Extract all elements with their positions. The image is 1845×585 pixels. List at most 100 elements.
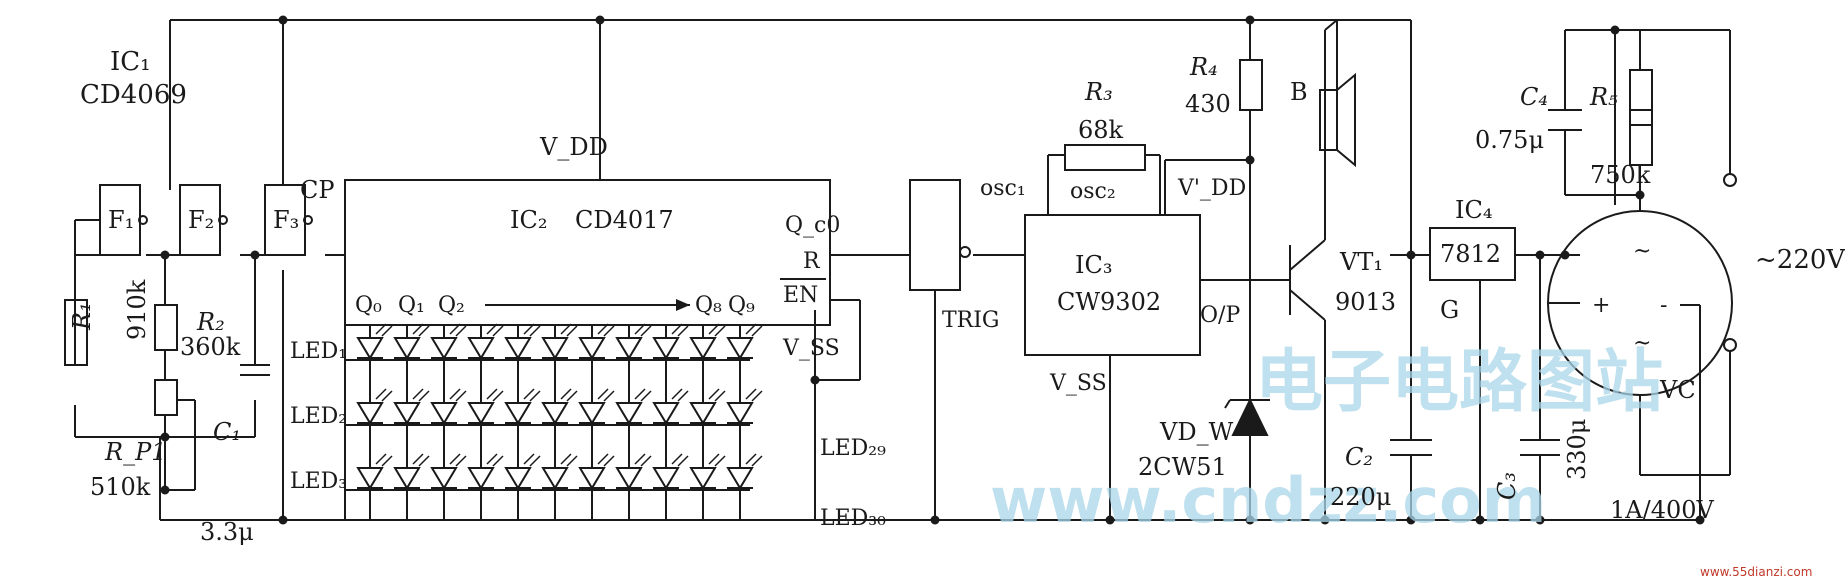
led-diode xyxy=(504,323,541,360)
led-matrix xyxy=(345,323,763,520)
c2-name: C₂ xyxy=(1345,443,1373,471)
ac-terminal-bottom xyxy=(1723,338,1737,352)
qc0-label: Q_c0 xyxy=(785,213,840,238)
led-diode xyxy=(467,388,504,425)
led-diode xyxy=(578,388,615,425)
gate-f2-label: F₂ xyxy=(188,206,214,234)
r2-value: 910k xyxy=(123,279,151,340)
vss-ic3: V_SS xyxy=(1049,371,1107,396)
gate-f3-label: F₃ xyxy=(273,206,299,234)
gate-f1 xyxy=(99,184,148,256)
ic2-body xyxy=(344,179,831,326)
r1-label: R₁ xyxy=(68,302,96,331)
watermark-cn: 电子电路图站 xyxy=(1255,343,1663,422)
ac-terminal-top xyxy=(1723,173,1737,187)
led-diode xyxy=(430,388,467,425)
led2-label: LED₂ xyxy=(290,404,347,429)
c1-name: C₁ xyxy=(213,418,241,446)
q2-label: Q₂ xyxy=(438,293,465,318)
led-diode xyxy=(689,323,726,360)
led-diode xyxy=(726,453,763,490)
r3-value: 68k xyxy=(1078,116,1124,144)
rp1-value: 510k xyxy=(90,473,151,501)
r5-value: 750k xyxy=(1590,161,1651,189)
led-diode xyxy=(541,388,578,425)
led-diode xyxy=(652,453,689,490)
resistor-r3 xyxy=(1064,144,1146,171)
speaker-b xyxy=(1319,72,1356,168)
wires xyxy=(74,19,1731,521)
r2-name: R₂ xyxy=(196,308,225,336)
ic2-type: CD4017 xyxy=(575,206,674,234)
ic4-name: IC₄ xyxy=(1455,196,1492,224)
r4-value: 430 xyxy=(1185,90,1231,118)
q8-label: Q₈ xyxy=(695,293,722,318)
capacitor-c2 xyxy=(1390,439,1432,456)
junction-dots xyxy=(160,15,1705,525)
resistor-r5 xyxy=(1629,69,1653,166)
watermark-corner: www.55dianzi.com xyxy=(1700,565,1812,579)
led1-label: LED₁ xyxy=(290,339,347,364)
led-diode xyxy=(430,453,467,490)
ic1-type: CD4069 xyxy=(80,80,187,110)
gate-f3 xyxy=(264,184,313,256)
bridge-minus: - xyxy=(1660,293,1667,318)
led-diode xyxy=(393,388,430,425)
mains-label: ~220V xyxy=(1755,245,1845,275)
led-diode xyxy=(726,323,763,360)
ic1-name: IC₁ xyxy=(110,47,151,77)
trig-label: TRIG xyxy=(942,308,1000,333)
ic3-type: CW9302 xyxy=(1057,288,1161,316)
osc1-label: osc₁ xyxy=(980,176,1026,201)
led-diode xyxy=(393,453,430,490)
capacitor-c4 xyxy=(1548,109,1582,131)
vc-rating: 1A/400V xyxy=(1610,496,1714,524)
vt1-type: 9013 xyxy=(1335,288,1396,316)
led-diode xyxy=(430,323,467,360)
led30-label: LED₃₀ xyxy=(820,506,886,531)
led-diode xyxy=(541,323,578,360)
vss-ic2: V_SS xyxy=(782,336,840,361)
rp1-name: R_P1 xyxy=(104,438,167,466)
led-diode xyxy=(504,388,541,425)
zener-vdw xyxy=(1224,397,1270,436)
led-diode xyxy=(504,453,541,490)
vdd2-label: V'_DD xyxy=(1177,176,1246,201)
c2-value: 220μ xyxy=(1330,483,1391,511)
led-diode xyxy=(689,453,726,490)
led-diode xyxy=(467,453,504,490)
ic4-type: 7812 xyxy=(1440,240,1501,268)
capacitor-c3 xyxy=(1520,439,1560,456)
gate-f1-label: F₁ xyxy=(108,206,134,234)
cp-label: CP xyxy=(300,176,335,204)
led-diode xyxy=(615,388,652,425)
labels: IC₁ CD4069 F₁ F₂ F₃ R₁ 910k R₂ 360k R_P1… xyxy=(68,47,1845,546)
led-diode xyxy=(393,323,430,360)
led-diode xyxy=(356,323,393,360)
potentiometer-rp1 xyxy=(154,379,195,416)
ic3-body xyxy=(1024,214,1201,356)
gate-f4 xyxy=(909,179,971,291)
vdw-type: 2CW51 xyxy=(1138,453,1227,481)
led29-label: LED₂₉ xyxy=(820,436,886,461)
vt1-label: VT₁ xyxy=(1339,248,1383,276)
ic4-body xyxy=(1429,227,1516,281)
resistor-r1 xyxy=(64,299,88,366)
led-diode xyxy=(652,323,689,360)
r4-name: R₄ xyxy=(1189,53,1218,81)
ic3-name: IC₃ xyxy=(1075,251,1112,279)
g-label: G xyxy=(1440,296,1459,324)
q1-label: Q₁ xyxy=(398,293,425,318)
capacitor-c1 xyxy=(240,364,270,376)
r3-name: R₃ xyxy=(1084,78,1113,106)
led-diode xyxy=(541,453,578,490)
c4-value: 0.75μ xyxy=(1475,126,1544,154)
led-diode xyxy=(652,388,689,425)
watermark-url: www.cndzz.com xyxy=(990,464,1546,537)
vc-label: VC xyxy=(1659,376,1696,404)
vdw-label: VD_W xyxy=(1159,418,1234,446)
q0-label: Q₀ xyxy=(355,293,382,318)
led-diode xyxy=(726,388,763,425)
r5-name: R₅ xyxy=(1589,83,1618,111)
